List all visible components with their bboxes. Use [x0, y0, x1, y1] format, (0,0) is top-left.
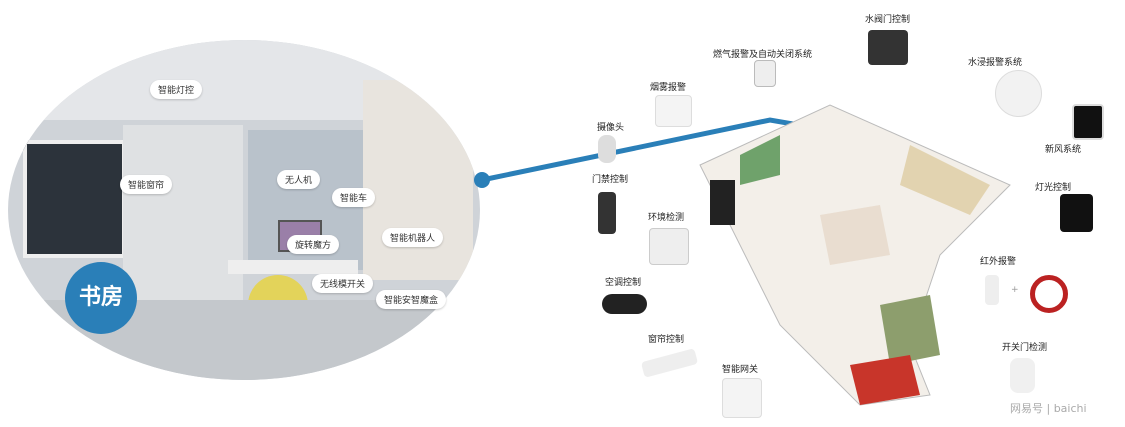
device-label: 燃气报警及自动关闭系统 — [713, 50, 813, 60]
device-label: 红外报警 — [980, 257, 1017, 267]
device-label: 开关门检测 — [1002, 343, 1048, 353]
bubble: 旋转魔方 — [287, 235, 340, 254]
bubble: 智能安智魔盒 — [376, 290, 447, 309]
device-label: 水阀门控制 — [865, 15, 911, 25]
device-label: 灯光控制 — [1035, 183, 1072, 193]
bubble: 智能机器人 — [382, 228, 444, 247]
window — [23, 140, 126, 258]
device-label: 新风系统 — [1045, 145, 1082, 155]
bubble: 智能灯控 — [150, 80, 203, 99]
device-label: 窗帘控制 — [648, 335, 685, 345]
water-valve-icon — [868, 30, 908, 65]
smoke-alarm-icon — [655, 95, 692, 127]
pir-sensor-icon — [985, 275, 999, 305]
device-label: 门禁控制 — [592, 175, 629, 185]
house-model — [699, 104, 1011, 406]
water-leak-sensor-icon — [995, 70, 1042, 117]
device-label: 水浸报警系统 — [968, 58, 1023, 68]
device-label: 智能网关 — [722, 365, 759, 375]
gas-alarm-icon — [754, 60, 776, 87]
ac-controller-icon — [602, 294, 647, 314]
fresh-air-panel-icon — [1072, 104, 1104, 140]
door-sensor-icon — [1010, 358, 1035, 393]
bubble: 无线模开关 — [312, 274, 374, 293]
door-lock-icon — [598, 192, 616, 234]
device-label: 环境检测 — [648, 213, 685, 223]
camera-icon — [598, 135, 616, 163]
siren-icon — [1030, 275, 1068, 313]
env-monitor-icon — [649, 228, 689, 265]
bubble: 智能窗帘 — [120, 175, 173, 194]
device-label: 空调控制 — [605, 278, 642, 288]
gateway-icon — [722, 378, 762, 418]
device-label: 烟雾报警 — [650, 83, 687, 93]
watermark: 网易号 | baichi — [1010, 402, 1087, 415]
bubble: 无人机 — [277, 170, 321, 189]
device-label: 摄像头 — [597, 123, 625, 133]
room-badge: 书房 — [65, 262, 137, 334]
plus-sign: + — [1011, 285, 1019, 295]
light-switch-icon — [1060, 194, 1093, 232]
bubble: 智能车 — [332, 188, 376, 207]
